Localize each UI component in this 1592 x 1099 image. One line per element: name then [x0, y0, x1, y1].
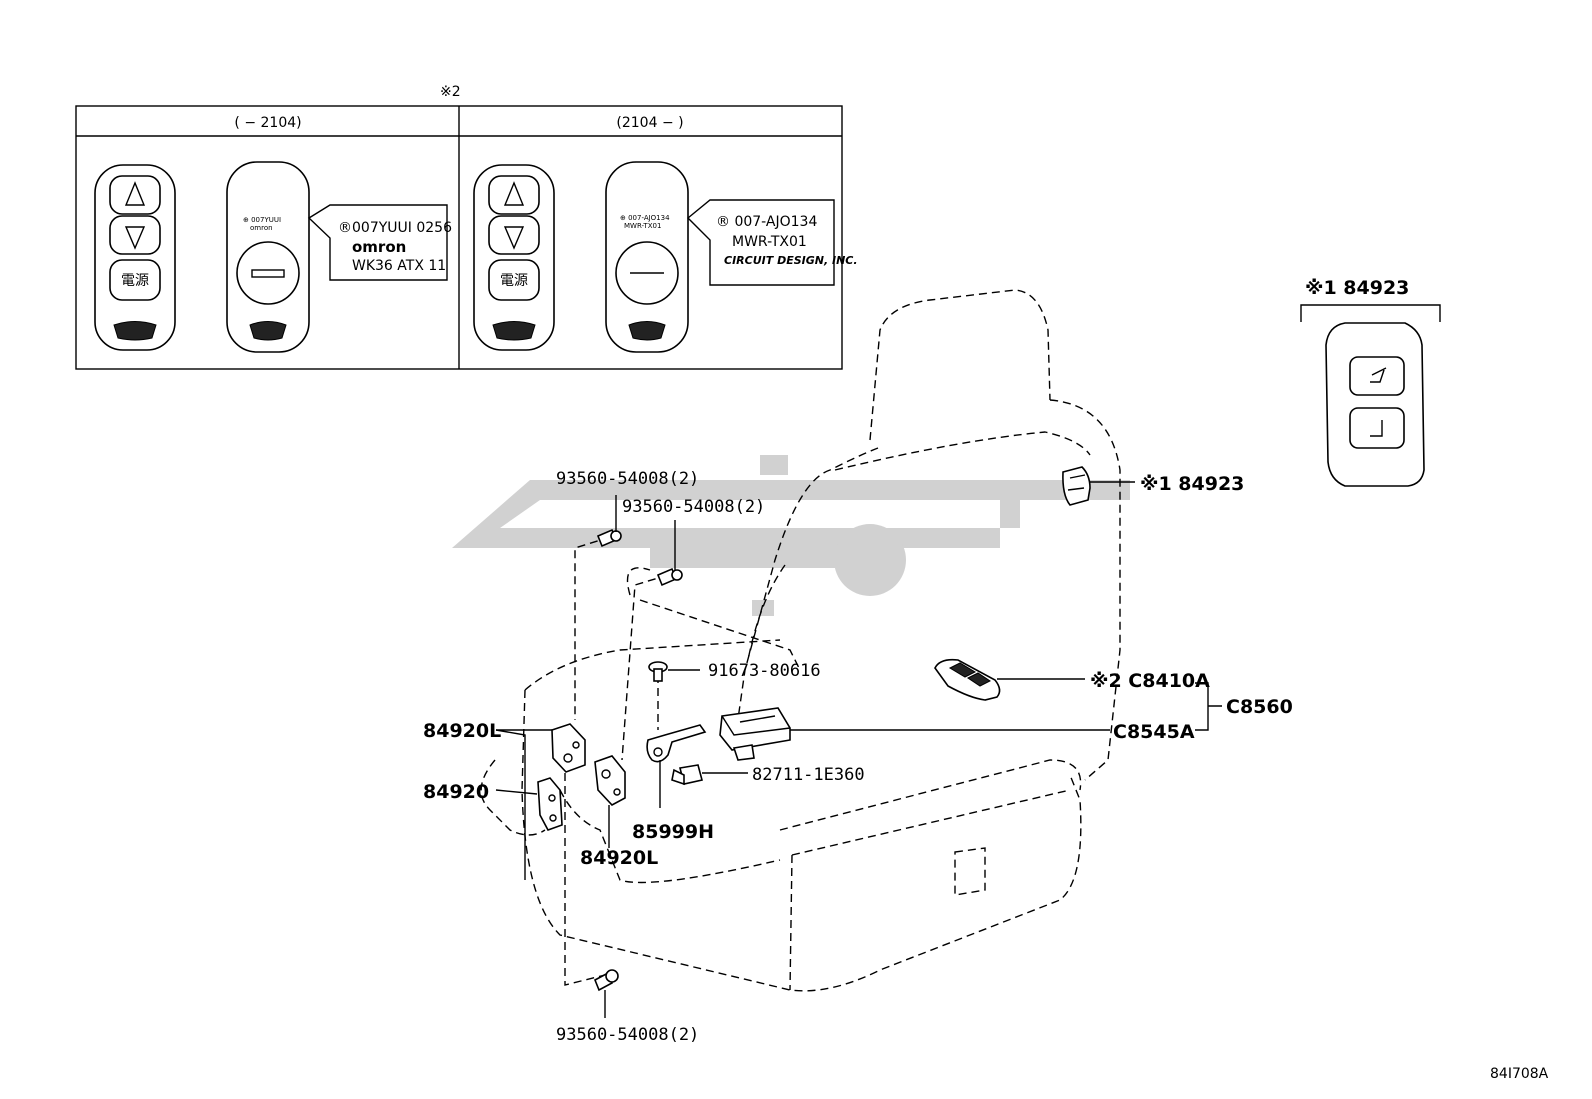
seat-outline	[480, 289, 1121, 992]
remote-variants-inset: ※2 ( − 2104) (2104 − ) 電源 ⊕ 007YUUI omro…	[75, 84, 858, 370]
callout-labels: 93560-54008(2) 93560-54008(2) 91673-8061…	[423, 469, 1293, 1045]
bolt-top-2	[656, 567, 683, 587]
switch-detail: ※1 84923	[1300, 277, 1441, 487]
seat-forward-switch	[1349, 356, 1405, 396]
label-old-line3: WK36 ATX 11	[352, 258, 446, 274]
svg-text:MWR-TX01: MWR-TX01	[624, 222, 661, 230]
switch-detail-note: ※1 84923	[1305, 277, 1409, 299]
label-old-line2: omron	[352, 238, 406, 256]
down-arrow-icon	[124, 226, 146, 250]
bracket-85999h	[646, 724, 707, 763]
label-hinge-l-upper: 84920L	[423, 720, 501, 742]
clip-82711	[671, 764, 703, 786]
label-new-line2: MWR-TX01	[732, 234, 807, 250]
bolt-bottom	[593, 969, 619, 992]
switch-84923-installed	[1062, 466, 1091, 506]
inset-right-header: (2104 − )	[616, 115, 683, 131]
label-bolt-top-1: 93560-54008(2)	[556, 469, 699, 489]
inset-left-header: ( − 2104)	[234, 115, 301, 131]
hinge-84920	[537, 777, 563, 831]
label-old-line1: ®007YUUI 0256	[338, 220, 452, 236]
label-remote: ※2 C8410A	[1090, 670, 1210, 692]
hinge-84920l-lower	[594, 755, 626, 806]
label-hinge: 84920	[423, 781, 489, 803]
label-clip: 82711-1E360	[752, 765, 865, 785]
inset-note-mark: ※2	[440, 84, 461, 100]
down-arrow-icon	[503, 226, 525, 250]
label-new-line3: CIRCUIT DESIGN, INC.	[724, 254, 858, 267]
seat-upright-icon	[1370, 420, 1383, 437]
label-bolt-bottom: 93560-54008(2)	[556, 1025, 699, 1045]
label-hinge-l-lower: 84920L	[580, 847, 658, 869]
label-callout-old: ®007YUUI 0256 omron WK36 ATX 11	[307, 204, 452, 281]
remote-back-new: ⊕ 007-AJO134 MWR-TX01	[605, 161, 689, 353]
remote-back-old: ⊕ 007YUUI omron	[226, 161, 310, 353]
watermark-logo	[452, 455, 1130, 616]
label-receiver: C8545A	[1113, 721, 1195, 743]
assembly-guides	[564, 536, 669, 986]
up-arrow-icon	[503, 181, 525, 206]
receiver-c8545a	[719, 707, 791, 761]
headrest-outline	[869, 289, 1051, 441]
screw-91673	[648, 661, 668, 682]
label-bracket: 85999H	[632, 821, 714, 843]
label-screw: 91673-80616	[708, 661, 821, 681]
key-ring-slot	[113, 321, 157, 341]
label-new-line1: ® 007-AJO134	[716, 214, 817, 230]
label-callout-new: ® 007-AJO134 MWR-TX01 CIRCUIT DESIGN, IN…	[686, 199, 858, 286]
seatback-outline	[1049, 399, 1121, 781]
seat-recline-icon	[1370, 367, 1387, 383]
label-assembly: C8560	[1226, 696, 1293, 718]
figure-code: 84I708A	[1490, 1066, 1549, 1082]
up-arrow-icon	[124, 181, 146, 206]
remote-c8410a	[934, 658, 1001, 701]
svg-text:omron: omron	[250, 224, 273, 232]
remote-front-old: 電源	[94, 164, 176, 351]
power-button-label: 電源	[121, 273, 149, 289]
label-bolt-top-2: 93560-54008(2)	[622, 497, 765, 517]
seat-cushion-outline	[779, 759, 1082, 831]
seat-return-switch	[1349, 407, 1405, 449]
hinge-84920l-upper	[551, 723, 586, 773]
switch-panel	[1325, 322, 1425, 487]
remote-front-new: 電源	[473, 164, 555, 351]
power-button-label: 電源	[500, 273, 528, 289]
leader-lines	[495, 481, 1222, 1018]
svg-text:⊕ 007-AJO134: ⊕ 007-AJO134	[620, 214, 670, 222]
label-switch: ※1 84923	[1140, 473, 1244, 495]
svg-text:⊕ 007YUUI: ⊕ 007YUUI	[243, 216, 281, 224]
